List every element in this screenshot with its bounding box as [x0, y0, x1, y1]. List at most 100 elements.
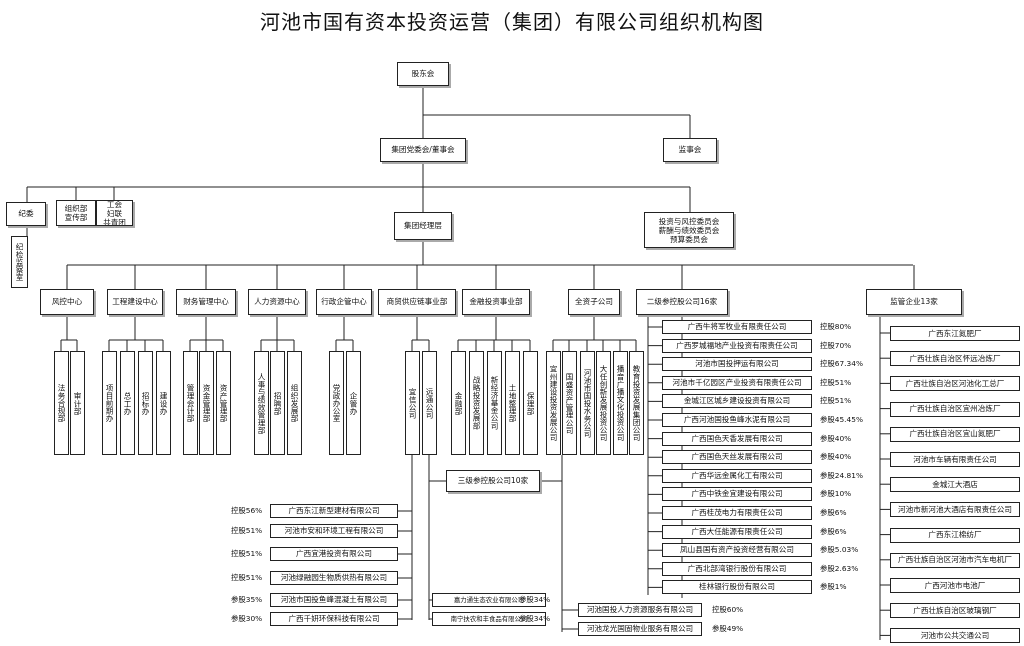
wholly-owned-subsidiary-box: 大任创新发展投资公司: [596, 351, 611, 455]
second-level-affiliate-box-label: 广西中铁金宜建设有限公司: [691, 489, 783, 499]
center-box-1-label: 工程建设中心: [112, 297, 158, 306]
organization-publicity-box-line: 宣传部: [64, 213, 88, 222]
holding-ratio-label: 控股51%: [820, 377, 852, 387]
holding-ratio-label: 参股6%: [820, 508, 847, 517]
second-level-affiliate-box-label: 河池市国投押运有限公司: [695, 359, 779, 369]
holding-ratio-label: 控股51%: [231, 573, 263, 582]
yuantong-affiliate-box: 南宁扶农和丰食品有限公司: [432, 612, 546, 626]
supervised-enterprise-box: 广西壮族自治区玻璃钢厂: [890, 603, 1020, 619]
center-box-9: 监管企业13家: [866, 289, 962, 315]
center-box-4-label: 行政企管中心: [321, 297, 367, 306]
yixin-affiliate-box-label: 河池市国投鱼峰混凝土有限公司: [280, 595, 388, 604]
second-level-affiliate-box: 广西国色天丝发展有限公司: [662, 450, 812, 465]
supervised-enterprise-box: 河池市新河池大酒店有限责任公司: [890, 502, 1020, 518]
finance-invest-dept-box: 金融部: [451, 351, 466, 455]
holding-ratio-label: 控股80%: [820, 322, 852, 331]
center-box-6-label: 金融投资事业部: [469, 297, 523, 306]
wholly-owned-subsidiary-box-label: 国盛资产管理公司: [565, 372, 574, 434]
second-level-affiliate-box-label: 广西国色天丝发展有限公司: [691, 452, 783, 462]
supervised-enterprise-box-label: 广西河池市电池厂: [924, 580, 986, 590]
union-youth-box-line: 共青团: [103, 217, 126, 226]
supervised-enterprise-box: 广西壮族自治区河池市汽车电机厂: [890, 552, 1020, 568]
yixin-affiliate-box-label: 广西宜港投资有限公司: [296, 549, 372, 558]
engineering-dept-box-label: 项目前期办: [105, 384, 114, 422]
center-box-3: 人力资源中心: [248, 289, 306, 315]
supervised-enterprise-box: 广西东江氮肥厂: [890, 326, 1020, 341]
organization-publicity-box-line: 组织部: [64, 204, 88, 213]
second-level-affiliate-box-label: 广西北部湾银行股份有限公司: [687, 563, 787, 573]
supervisory-board-box-label: 监事会: [678, 145, 702, 154]
yuantong-affiliate-box-label: 嘉力通生态农业有限公司: [453, 596, 525, 604]
finance-dept-box: 资产管理部: [216, 351, 231, 455]
organization-publicity-box: 组织部宣传部: [56, 200, 96, 226]
holding-ratio-label: 控股70%: [820, 340, 852, 350]
hr-dept-box: 人事与绩效管理部: [254, 351, 269, 455]
holding-ratio-label: 参股24.81%: [820, 470, 863, 480]
second-level-affiliate-box: 广西北部湾银行股份有限公司: [662, 561, 812, 576]
finance-invest-dept-box: 土地整理部: [505, 351, 520, 455]
supervised-enterprise-box-label: 广西壮族自治区河池市汽车电机厂: [898, 555, 1012, 565]
union-youth-box: 工会妇联共青团: [96, 200, 133, 226]
holding-ratio-label: 控股51%: [231, 526, 263, 535]
wholly-owned-subsidiary-box: 河池市国投水务公司: [580, 351, 595, 455]
supervised-enterprise-box-label: 广西东江棉纺厂: [928, 530, 982, 540]
discipline-committee-box-label: 纪委: [18, 209, 34, 218]
center-box-3-label: 人力资源中心: [254, 297, 300, 306]
wholly-owned-subsidiary-box-label: 河池市国投水务公司: [583, 368, 592, 438]
yixin-affiliate-box-label: 河池市安和环境工程有限公司: [284, 526, 384, 535]
wholly-owned-subsidiary-box: 教育投资发展集团公司: [629, 351, 644, 455]
finance-dept-box: 管理会计部: [183, 351, 198, 455]
wholly-owned-subsidiary-box: 宜州建设投资发展公司: [546, 351, 561, 455]
trade-subsidiary-box-label: 远通公司: [425, 387, 434, 419]
holding-ratio-label: 控股51%: [820, 396, 852, 406]
finance-dept-box-label: 资金管理部: [202, 384, 211, 422]
supervisory-board-box: 监事会: [663, 138, 717, 162]
finance-invest-dept-box: 新经济基金公司: [487, 351, 502, 455]
committees-box-line: 投资与风控委员会: [658, 216, 720, 226]
holding-ratio-label: 参股35%: [231, 595, 263, 604]
wholly-owned-subsidiary-box-label: 大任创新发展投资公司: [599, 365, 608, 441]
second-level-affiliate-box: 金城江区城乡建设投资有限公司: [662, 394, 812, 409]
center-box-2-label: 财务管理中心: [183, 297, 229, 306]
admin-dept-box: 党政办公室: [329, 351, 344, 455]
second-level-affiliate-box: 广西河池国投鱼峰水泥有限公司: [662, 413, 812, 427]
finance-invest-dept-box-label: 保理部: [526, 391, 535, 415]
wholly-owned-subsidiary-box: 播音广播文化投资公司: [613, 351, 628, 455]
second-level-affiliate-box-label: 广西罗城福地产业投资有限责任公司: [676, 340, 798, 350]
discipline-inspection-office-box-label: 纪检监察室: [15, 243, 24, 281]
supervised-enterprise-box-label: 河池市新河池大酒店有限责任公司: [898, 504, 1012, 514]
supervised-enterprise-box-label: 广西壮族自治区玻璃钢厂: [913, 605, 997, 615]
finance-invest-dept-box-label: 战略投资发展部: [472, 376, 481, 430]
engineering-dept-box: 总工办: [120, 351, 135, 455]
wholly-owned-subsidiary-box-label: 教育投资发展集团公司: [632, 365, 641, 441]
shareholder-meeting-box: 股东会: [397, 62, 449, 86]
admin-dept-box-label: 企管办: [349, 391, 358, 415]
finance-dept-box-label: 资产管理部: [219, 384, 228, 422]
engineering-dept-box-label: 招标办: [141, 391, 150, 415]
supervised-enterprise-box: 广西壮族自治区宜州冶炼厂: [890, 401, 1020, 417]
engineering-dept-box: 建设办: [156, 351, 171, 455]
guosheng-affiliate-box: 河池龙光国固物业服务有限公司: [578, 622, 702, 636]
third-level-holdings-box-label: 三级参控股公司10家: [457, 476, 529, 485]
center-box-7-label: 全资子公司: [575, 297, 613, 306]
supervised-enterprise-box-label: 广西壮族自治区怀远冶炼厂: [909, 353, 1001, 363]
center-box-9-label: 监管企业13家: [890, 297, 938, 306]
second-level-affiliate-box-label: 凤山县国有资产投资经营有限公司: [680, 545, 794, 555]
second-level-affiliate-box: 河池市国投押运有限公司: [662, 357, 812, 372]
holding-ratio-label: 参股1%: [820, 582, 847, 592]
hr-dept-box-label: 招聘部: [273, 391, 282, 415]
engineering-dept-box: 招标办: [138, 351, 153, 455]
holding-ratio-label: 参股5.03%: [820, 545, 859, 555]
yixin-affiliate-box: 河池绿融园生物质供热有限公司: [270, 571, 398, 585]
yixin-affiliate-box: 广西千妍环保科技有限公司: [270, 612, 398, 626]
finance-invest-dept-box-label: 金融部: [454, 391, 463, 415]
center-box-2: 财务管理中心: [176, 289, 236, 315]
yixin-affiliate-box-label: 广西千妍环保科技有限公司: [288, 614, 380, 623]
engineering-dept-box-label: 总工办: [123, 391, 132, 415]
second-level-affiliate-box: 凤山县国有资产投资经营有限公司: [662, 543, 812, 558]
holding-ratio-label: 参股10%: [820, 489, 852, 499]
holding-ratio-label: 控股51%: [231, 549, 263, 558]
guosheng-affiliate-box-label: 河池龙光国固物业服务有限公司: [586, 624, 694, 633]
second-level-affiliate-box-label: 河池市千亿园区产业投资有限责任公司: [672, 377, 802, 387]
